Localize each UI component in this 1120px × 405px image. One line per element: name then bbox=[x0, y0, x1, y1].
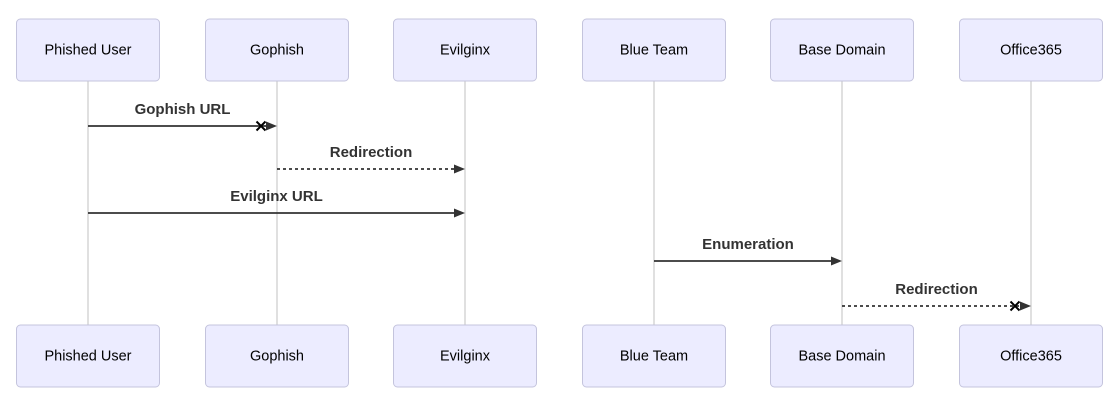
actor-label: Phished User bbox=[44, 43, 131, 59]
actor-gophish-top: Gophish bbox=[205, 18, 349, 82]
message-arrowhead bbox=[266, 121, 277, 131]
actor-label: Phished User bbox=[44, 349, 131, 365]
actor-gophish-bottom: Gophish bbox=[205, 324, 349, 388]
message-5-redirection: Redirection bbox=[842, 281, 1031, 312]
message-arrowhead bbox=[454, 208, 465, 218]
actor-label: Blue Team bbox=[620, 43, 688, 59]
message-arrowhead bbox=[831, 256, 842, 266]
message-3-evilginx-url: Evilginx URL bbox=[88, 188, 465, 218]
actor-box bbox=[393, 18, 537, 82]
actor-label: Gophish bbox=[250, 43, 304, 59]
actor-box bbox=[582, 18, 726, 82]
actor-base-domain-bottom: Base Domain bbox=[770, 324, 914, 388]
message-cross bbox=[1009, 300, 1021, 312]
actor-label: Office365 bbox=[1000, 349, 1062, 365]
actor-box bbox=[16, 324, 160, 388]
actor-blue-team-top: Blue Team bbox=[582, 18, 726, 82]
message-1-gophish-url: Gophish URL bbox=[88, 101, 277, 132]
actor-office365-bottom: Office365 bbox=[959, 324, 1103, 388]
actor-box bbox=[959, 18, 1103, 82]
message-arrowhead bbox=[1020, 301, 1031, 311]
actor-label: Base Domain bbox=[798, 43, 885, 59]
actor-box bbox=[770, 18, 914, 82]
actor-label: Blue Team bbox=[620, 349, 688, 365]
actor-label: Base Domain bbox=[798, 349, 885, 365]
actor-label: Gophish bbox=[250, 349, 304, 365]
actor-box bbox=[959, 324, 1103, 388]
actor-office365-top: Office365 bbox=[959, 18, 1103, 82]
actor-label: Office365 bbox=[1000, 43, 1062, 59]
actor-label: Evilginx bbox=[440, 43, 491, 59]
message-label: Gophish URL bbox=[135, 101, 231, 118]
message-4-enumeration: Enumeration bbox=[654, 236, 842, 266]
actor-blue-team-bottom: Blue Team bbox=[582, 324, 726, 388]
actor-box bbox=[205, 324, 349, 388]
actor-box bbox=[393, 324, 537, 388]
message-label: Redirection bbox=[330, 144, 413, 161]
message-arrowhead bbox=[454, 164, 465, 174]
actor-base-domain-top: Base Domain bbox=[770, 18, 914, 82]
actor-box bbox=[582, 324, 726, 388]
message-label: Enumeration bbox=[702, 236, 794, 253]
message-label: Evilginx URL bbox=[230, 188, 323, 205]
actor-box bbox=[16, 18, 160, 82]
actor-phished-user-top: Phished User bbox=[16, 18, 160, 82]
actor-label: Evilginx bbox=[440, 349, 491, 365]
message-2-redirection: Redirection bbox=[277, 144, 465, 174]
actor-box bbox=[205, 18, 349, 82]
actor-evilginx-bottom: Evilginx bbox=[393, 324, 537, 388]
message-label: Redirection bbox=[895, 281, 978, 298]
actor-phished-user-bottom: Phished User bbox=[16, 324, 160, 388]
message-cross bbox=[255, 120, 267, 132]
actor-evilginx-top: Evilginx bbox=[393, 18, 537, 82]
actor-box bbox=[770, 324, 914, 388]
